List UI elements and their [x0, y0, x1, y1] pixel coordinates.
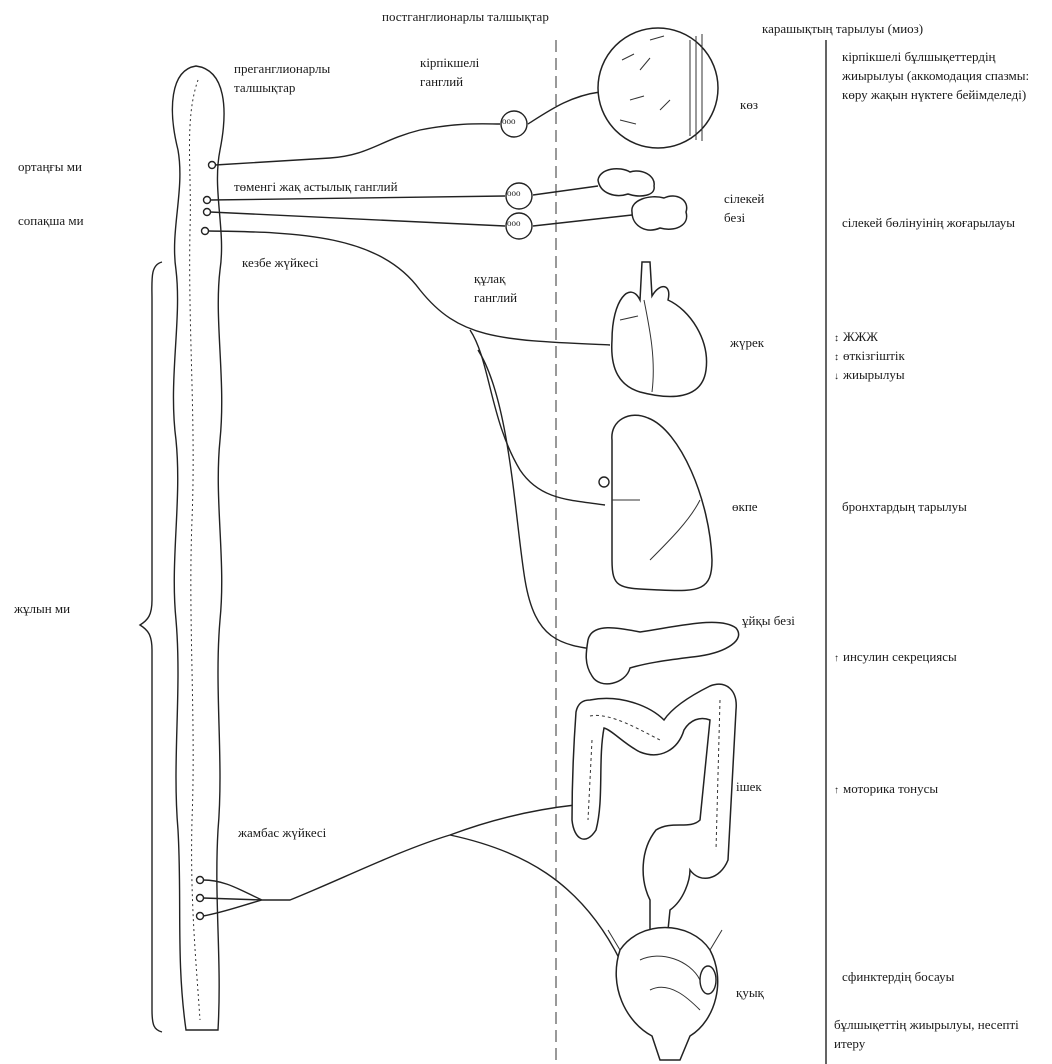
effect-heart: ↕ЖЖЖ ↕өткізгіштік ↓жиырылуы — [834, 328, 1034, 385]
nucleus-sacral-2 — [197, 895, 204, 902]
header-postganglionic: постганглионарлы талшықтар — [382, 8, 549, 27]
arrow-up-icon: ↑ — [834, 653, 839, 664]
label-vagus-nerve: кезбе жүйкесі — [242, 254, 318, 273]
label-organ-lung: өкпе — [732, 498, 758, 517]
nucleus-sacral-1 — [197, 877, 204, 884]
label-submandibular-ganglion: төменгі жақ астылық ганглий — [234, 178, 398, 197]
effect-heart-line-2: ↕өткізгіштік — [834, 347, 1034, 366]
effect-intestine: ↑моторика тонусы — [834, 780, 1044, 799]
header-effect-title: карашықтың тарылуы (миоз) — [762, 20, 923, 39]
label-organ-salivary: сілекей безі — [724, 190, 784, 228]
nucleus-medulla-2 — [204, 209, 211, 216]
intestine-organ — [572, 684, 736, 930]
effect-bladder-sphincter: сфинктердің босауы — [842, 968, 1042, 987]
arrow-down-icon: ↓ — [834, 371, 839, 382]
label-organ-eye: көз — [740, 96, 758, 115]
label-preganglionic: преганглионарлы талшықтар — [234, 60, 374, 98]
label-medulla: сопақша ми — [18, 212, 84, 231]
label-organ-bladder: қуық — [736, 984, 764, 1003]
arrow-up-icon: ↑ — [834, 785, 839, 796]
label-ciliary-ganglion: кірпікшелі ганглий — [420, 54, 500, 92]
lung-organ — [599, 415, 712, 590]
fiber-vagus-pancreas — [478, 350, 600, 650]
pancreas-organ — [586, 622, 738, 683]
effect-eye: кірпікшелі бұлшықеттердің жиырылуы (акко… — [842, 48, 1042, 105]
spinal-cord-bracket — [140, 262, 162, 1032]
post-fiber-otic — [533, 215, 632, 226]
eye-organ — [598, 28, 718, 148]
label-organ-heart: жүрек — [730, 334, 764, 353]
label-organ-pancreas: ұйқы безі — [742, 612, 795, 631]
label-midbrain: ортаңғы ми — [18, 158, 82, 177]
label-spinal-cord: жұлын ми — [14, 600, 70, 619]
nucleus-vagus — [202, 228, 209, 235]
nucleus-sacral-3 — [197, 913, 204, 920]
salivary-gland-organ — [598, 169, 687, 230]
bladder-organ — [608, 928, 722, 1061]
fiber-pelvic — [203, 805, 575, 916]
spinal-cord-inner — [190, 80, 201, 1020]
post-fiber-submandibular — [533, 186, 598, 195]
effect-heart-line-3: ↓жиырылуы — [834, 366, 1034, 385]
heart-organ — [612, 262, 707, 397]
fiber-medulla-otic — [210, 212, 505, 226]
ganglion-symbol-otic: ооо — [507, 217, 521, 230]
effect-lung: бронхтардың тарылуы — [842, 498, 972, 517]
effect-bladder-muscle: бұлшықеттің жиырылуы, несепті итеру — [834, 1016, 1048, 1054]
label-organ-intestine: ішек — [736, 778, 762, 797]
effect-salivary: сілекей бөлінуінің жоғарылауы — [842, 214, 1042, 233]
fiber-pelvic-bladder — [450, 835, 620, 960]
label-otic-ganglion: құлақ ганглий — [474, 270, 544, 308]
post-fiber-eye — [528, 92, 600, 124]
arrow-up-down-icon: ↕ — [834, 333, 839, 344]
fiber-midbrain-eye — [215, 124, 500, 165]
nucleus-midbrain — [209, 162, 216, 169]
ganglion-symbol-submandibular: ооо — [507, 187, 521, 200]
spinal-cord-outline — [172, 66, 224, 1030]
nucleus-medulla-1 — [204, 197, 211, 204]
fiber-vagus — [208, 231, 610, 345]
effect-heart-line-1: ↕ЖЖЖ — [834, 328, 1034, 347]
effect-pancreas: ↑инсулин секрециясы — [834, 648, 1044, 667]
label-pelvic-nerve: жамбас жүйкесі — [238, 824, 328, 843]
ganglion-symbol-ciliary: ооо — [502, 115, 516, 128]
fiber-vagus-lung — [470, 330, 605, 505]
arrow-up-down-icon: ↕ — [834, 352, 839, 363]
